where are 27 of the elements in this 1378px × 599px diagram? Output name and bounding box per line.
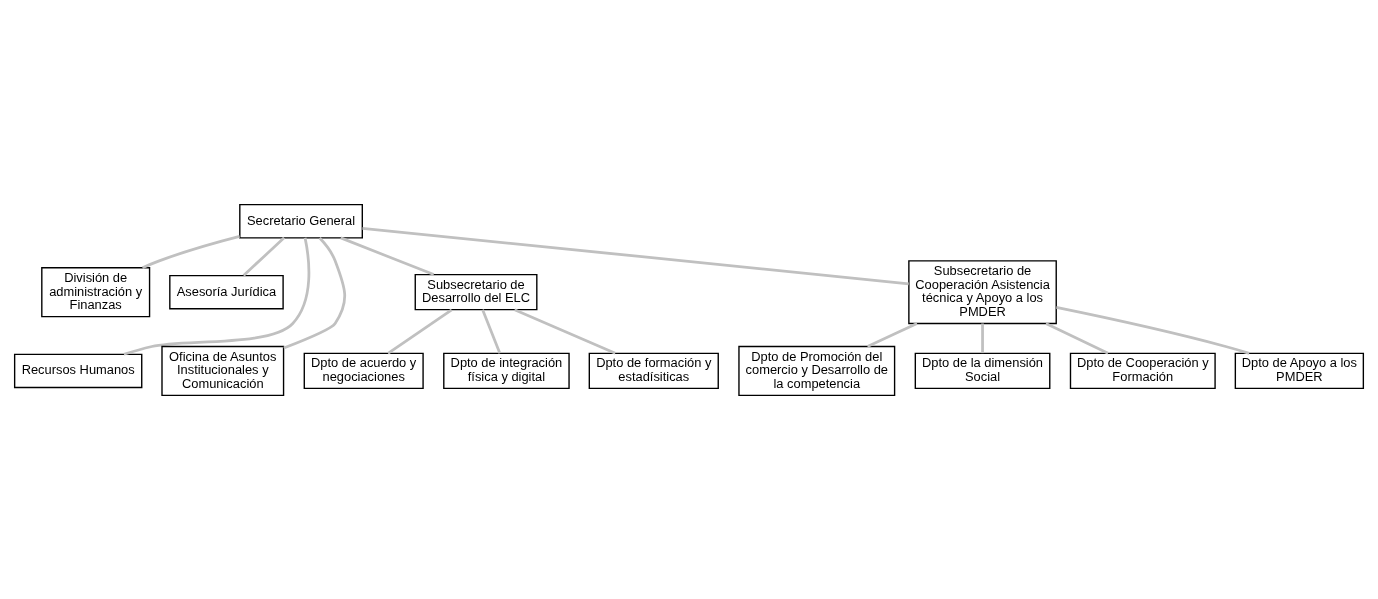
node-box: Dpto de Promoción del comercio y Desarrollo de la competencia [738, 345, 896, 396]
node-box: Dpto de Apoyo a los PMDER [1234, 352, 1365, 389]
node-box: Dpto de integración física y digital [443, 352, 570, 389]
connector [123, 237, 311, 356]
connector [387, 308, 453, 354]
connector [362, 226, 909, 285]
node-box: Dpto de formación y estadísiticas [588, 352, 719, 389]
connector [141, 234, 240, 269]
connector [866, 321, 918, 348]
node-box: Subsecretario de Desarrollo del ELC [414, 273, 538, 310]
connector [340, 236, 435, 276]
connector [481, 308, 502, 354]
node-box: Oficina de Asuntos Institucionales y Comunicación [161, 345, 285, 396]
node-box: Secretario General [239, 203, 363, 239]
connector [981, 323, 984, 353]
connector [283, 236, 347, 349]
node-box: Recursos Humanos [13, 353, 143, 388]
connector [514, 308, 616, 355]
node-box: Subsecretario de Cooperación Asistencia técnica y Apoyo a los PMDER [908, 259, 1057, 324]
node-box: Asesoría Jurídica [169, 274, 284, 309]
connector [1056, 305, 1250, 355]
connector [242, 236, 286, 276]
node-box: Dpto de Cooperación y Formación [1069, 352, 1216, 389]
node-box: División de administración y Finanzas [41, 266, 151, 317]
node-box: Dpto de la dimensión Social [914, 352, 1051, 389]
node-box: Dpto de acuerdo y negociaciones [303, 352, 424, 389]
connector [1045, 321, 1109, 355]
